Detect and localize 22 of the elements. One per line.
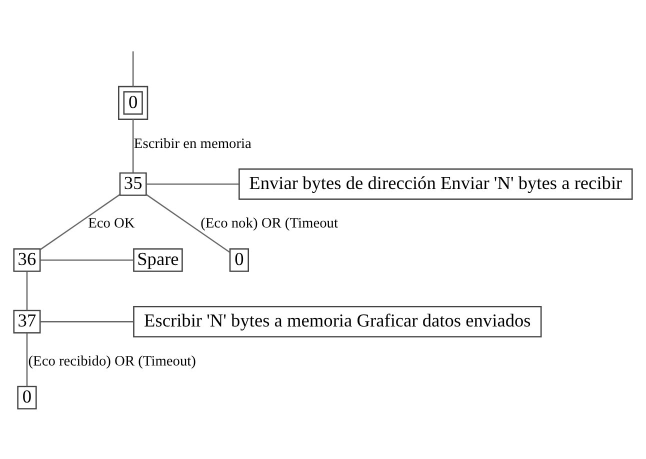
node-box: Escribir 'N' bytes a memoria Graficar datos enviados — [133, 306, 542, 338]
edge-label: (Eco recibido) OR (Timeout) — [28, 353, 196, 370]
edge-label: Eco OK — [88, 216, 135, 232]
connector — [40, 194, 120, 250]
connector — [26, 272, 28, 310]
connector — [26, 333, 28, 386]
connector — [40, 321, 134, 322]
connector — [40, 259, 134, 261]
node-box: 0 — [118, 86, 148, 120]
edge-label: (Eco nok) OR (Timeout — [200, 216, 338, 232]
connector — [132, 119, 134, 173]
node-box: Spare — [133, 248, 183, 272]
node-box: 0 — [229, 248, 249, 272]
node-box: 0 — [17, 386, 37, 410]
connector — [132, 51, 134, 86]
edge-label: Escribir en memoria — [134, 136, 252, 152]
node-box: 35 — [119, 172, 147, 196]
connector — [146, 194, 230, 253]
node-box: 37 — [13, 310, 41, 334]
connector — [146, 183, 239, 185]
node-box: Enviar bytes de dirección Enviar 'N' bytes a recibir — [238, 168, 633, 200]
node-box: 36 — [13, 248, 41, 272]
